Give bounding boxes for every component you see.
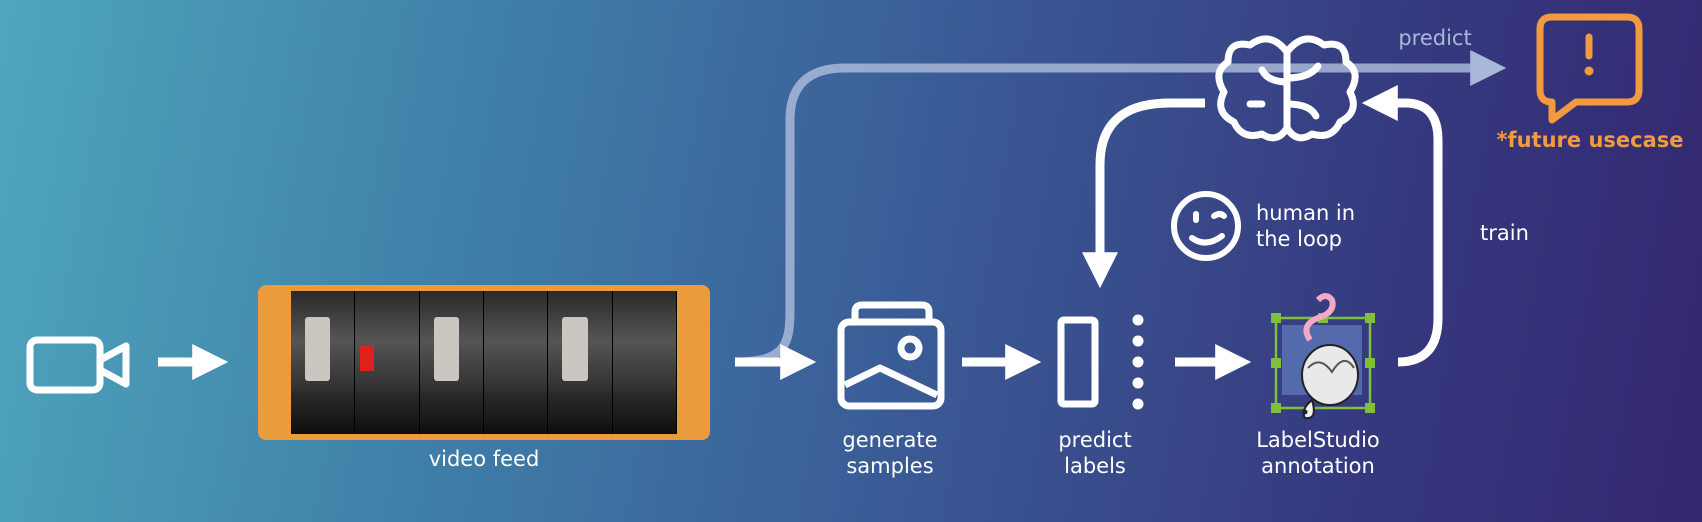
generate-samples-label: generate samples: [815, 427, 965, 479]
image-gallery-icon: [837, 301, 945, 410]
video-frames-strip: [291, 291, 677, 434]
labelstudio-annotation-label: LabelStudio annotation: [1228, 427, 1408, 479]
generate-samples-line-1: generate: [842, 428, 938, 452]
brain-to-predict-arrow: [1082, 98, 1205, 289]
train-arrow-label: train: [1480, 221, 1529, 245]
video-feed-label: video feed: [428, 447, 540, 471]
human-in-the-loop-line-2: the loop: [1256, 227, 1342, 251]
alert-speech-bubble-icon: [1536, 13, 1643, 124]
labelstudio-opossum-icon: [1271, 293, 1375, 420]
predict-labels-label: predict labels: [1025, 427, 1165, 479]
train-arrow: [1361, 85, 1443, 367]
predict-labels-line-2: labels: [1064, 454, 1126, 478]
predict-arrow-label: predict: [1398, 26, 1472, 50]
human-in-the-loop-label: human in the loop: [1256, 200, 1355, 252]
predict-loop-arrow: [734, 50, 1507, 367]
human-in-the-loop-line-1: human in: [1256, 201, 1356, 225]
future-usecase-label: *future usecase: [1496, 128, 1684, 152]
video-camera-icon: [26, 336, 130, 394]
video-feed-thumbnail: [258, 285, 710, 440]
labelstudio-line-2: annotation: [1261, 454, 1375, 478]
label-list-icon: [1057, 314, 1144, 410]
predict-labels-line-1: predict: [1058, 428, 1132, 452]
smiley-icon: [1171, 191, 1241, 261]
generate-samples-line-2: samples: [846, 454, 934, 478]
brain-icon: [1215, 35, 1359, 142]
labelstudio-line-1: LabelStudio: [1256, 428, 1380, 452]
